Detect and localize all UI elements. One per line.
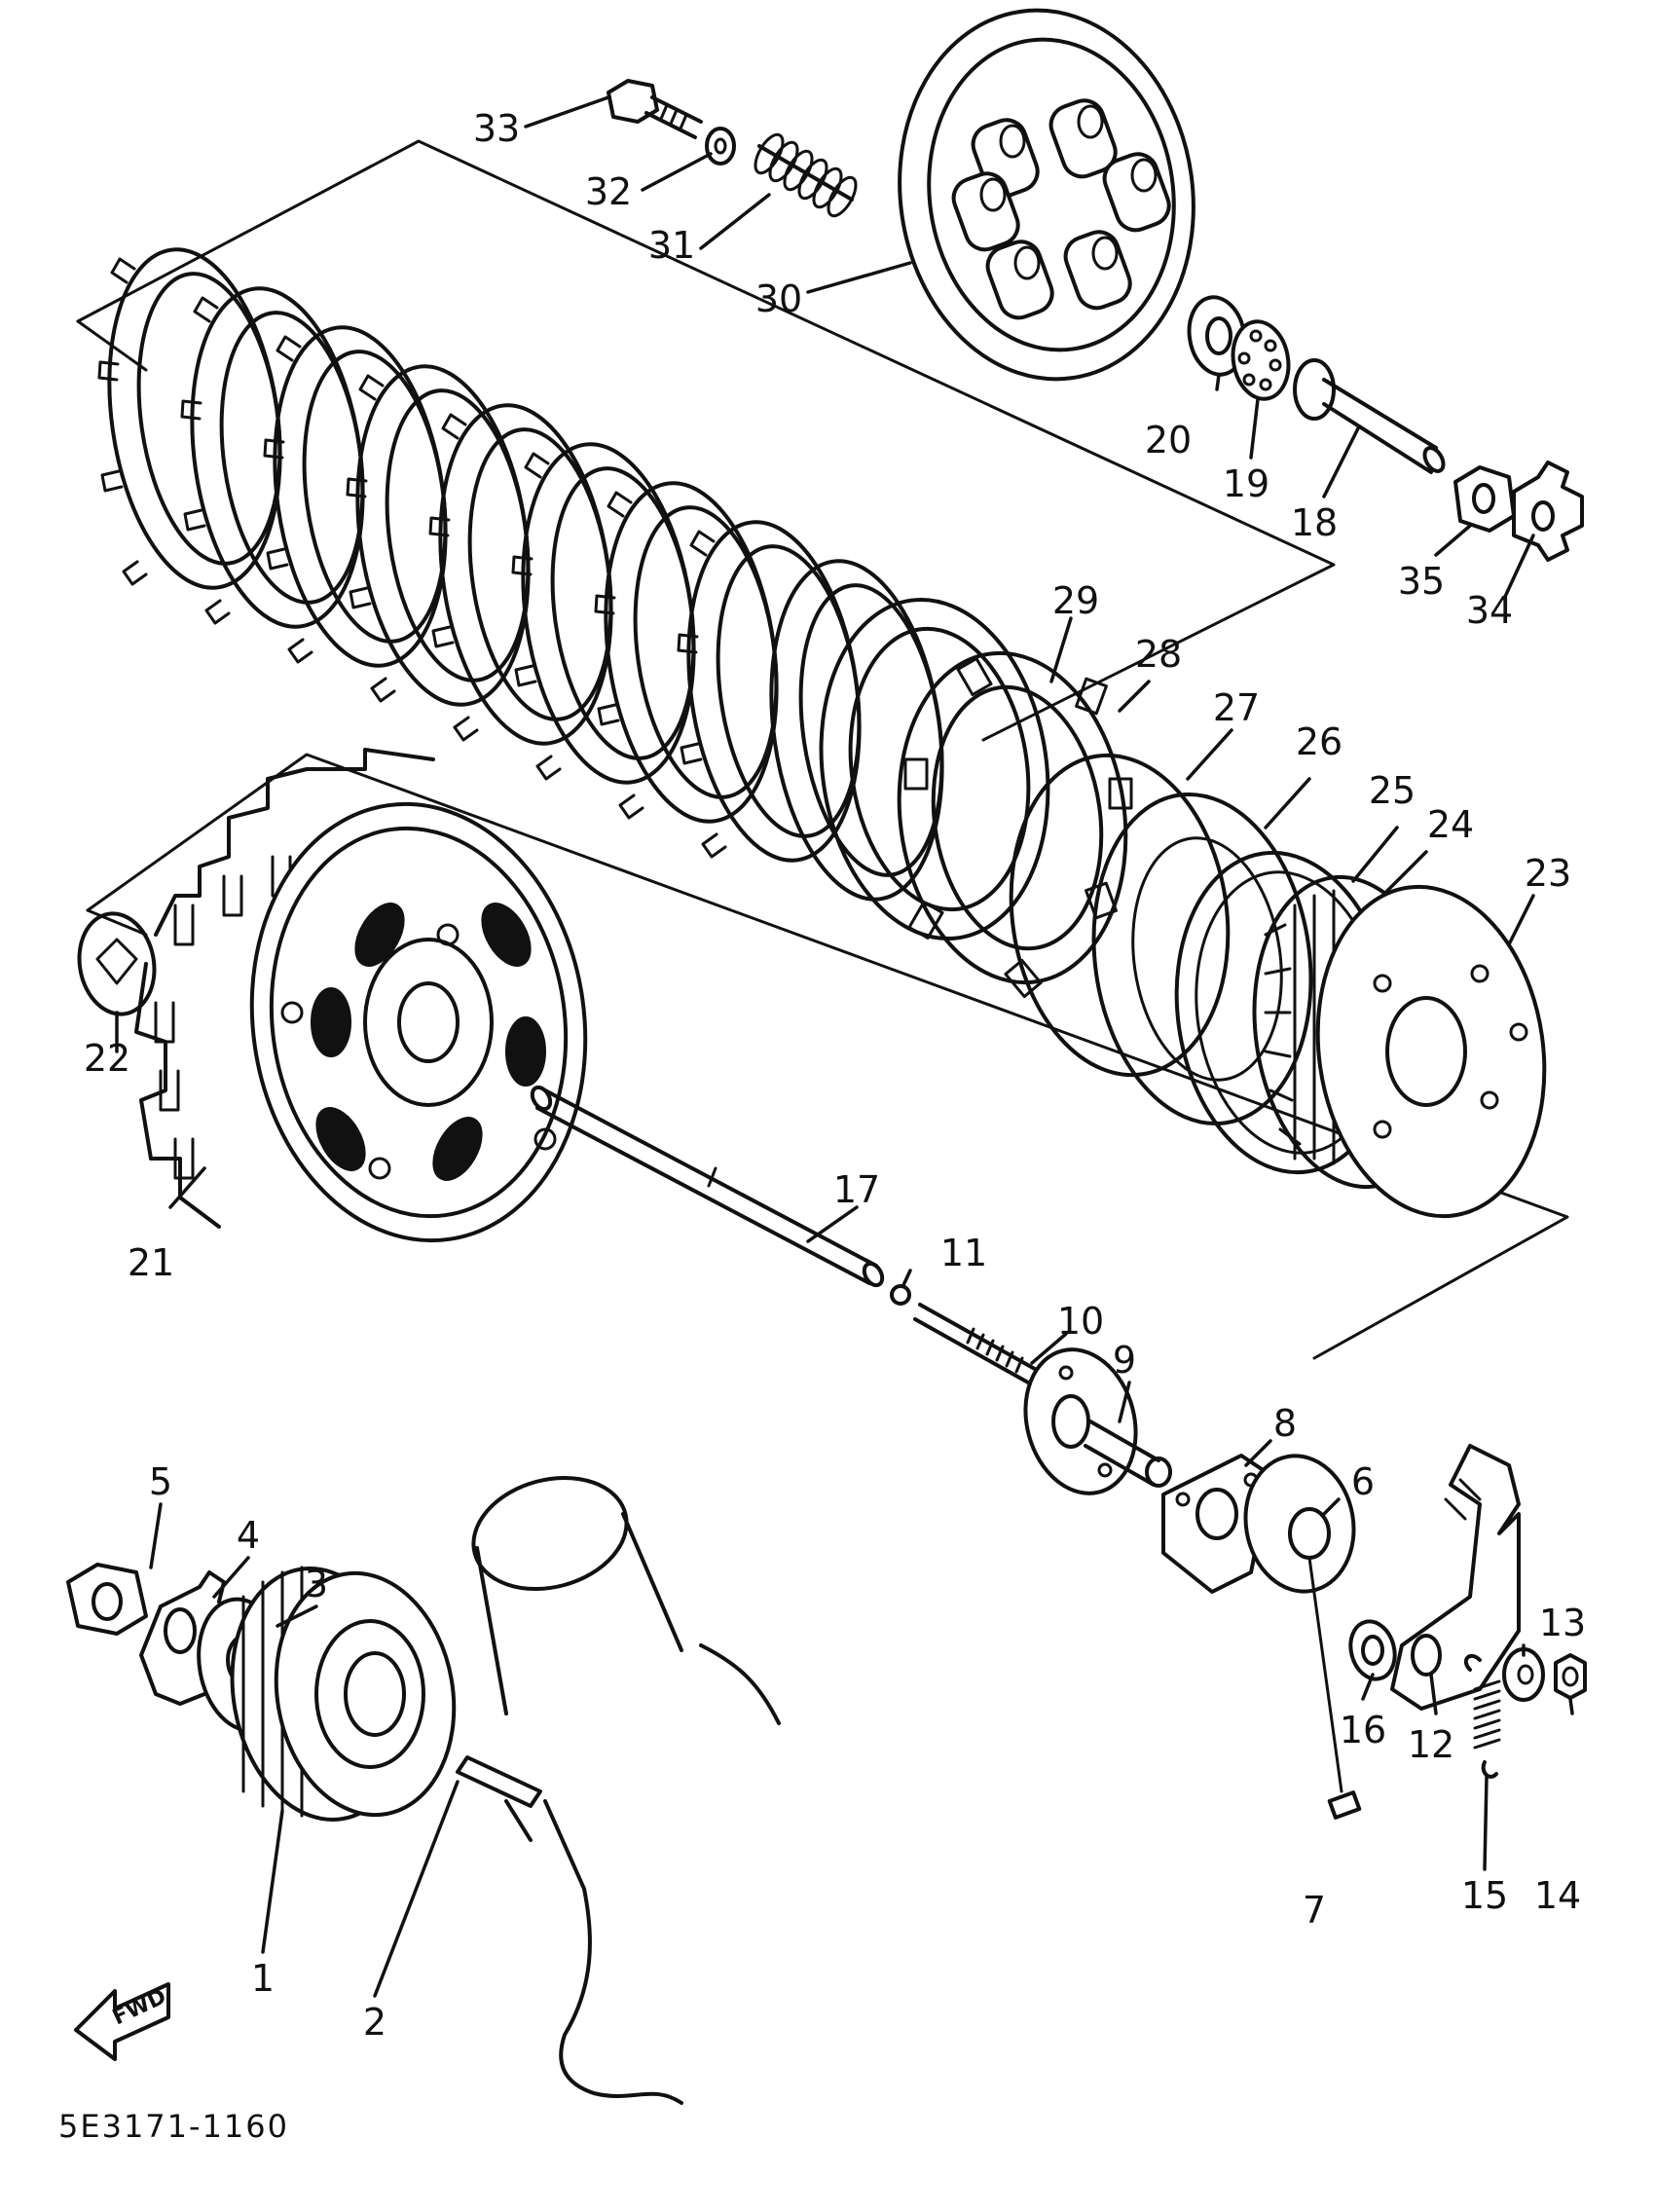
primary-drive-gear-1 (230, 1566, 457, 1822)
callout-22: 22 (84, 1037, 130, 1080)
drawing-code: 5E3171-1160 (58, 2108, 289, 2145)
callout-29: 29 (1052, 579, 1099, 622)
bearing-16 (1348, 1619, 1397, 1681)
callout-15: 15 (1461, 1874, 1508, 1917)
bolt-33 (607, 79, 703, 139)
callout-35: 35 (1398, 560, 1445, 603)
key-2 (456, 1755, 542, 1808)
clutch-housing-21 (134, 748, 588, 1243)
callout-30: 30 (755, 277, 802, 320)
washer-20 (1187, 295, 1247, 377)
callout-25: 25 (1369, 769, 1416, 812)
callout-12: 12 (1408, 1723, 1454, 1766)
nut-5 (66, 1563, 148, 1636)
callout-7: 7 (1303, 1889, 1326, 1932)
lower-assembly-frame (86, 753, 1569, 1360)
lock-washer-34 (1512, 461, 1584, 562)
crankshaft-outline (471, 1475, 781, 2105)
friction-plate-28 (897, 650, 1133, 999)
bearing-19 (1231, 319, 1291, 401)
callout-6: 6 (1351, 1460, 1375, 1503)
callout-1: 1 (251, 1957, 275, 2000)
callout-9: 9 (1113, 1339, 1136, 1382)
callout-28: 28 (1135, 633, 1182, 676)
callout-32: 32 (585, 170, 632, 213)
callout-34: 34 (1466, 589, 1513, 632)
callout-31: 31 (648, 224, 695, 267)
callout-17: 17 (833, 1168, 880, 1211)
cover-6 (1243, 1454, 1356, 1594)
nut-14 (1554, 1653, 1587, 1700)
callout-4: 4 (237, 1514, 260, 1557)
plate-26 (1091, 792, 1313, 1126)
callout-11: 11 (940, 1232, 987, 1274)
washer-32 (705, 127, 736, 166)
pull-rod-holder-9 (1023, 1347, 1172, 1495)
washer-13 (1502, 1647, 1545, 1702)
pressure-plate-30 (898, 8, 1195, 382)
callout-labels: 33 32 31 30 20 19 18 35 34 29 28 27 26 2… (84, 107, 1586, 2044)
callout-33: 33 (473, 107, 520, 150)
push-lever-12 (1390, 1444, 1521, 1711)
clutch-boss-24-23 (1252, 874, 1547, 1219)
callout-19: 19 (1223, 462, 1269, 505)
friction-plate-29 (819, 597, 1050, 941)
callout-16: 16 (1340, 1709, 1386, 1751)
callout-20: 20 (1145, 419, 1192, 461)
callout-14: 14 (1534, 1874, 1581, 1917)
push-screw-10 (913, 1303, 1044, 1389)
forward-direction-arrow: FWD (74, 1982, 170, 2061)
callout-26: 26 (1296, 720, 1342, 763)
ball-11 (890, 1284, 911, 1306)
callout-10: 10 (1057, 1300, 1104, 1343)
callout-3: 3 (305, 1563, 328, 1605)
leader-lines (115, 95, 1574, 1998)
callout-2: 2 (363, 2001, 386, 2044)
clutch-plate-stack (97, 247, 944, 902)
nut-35 (1453, 465, 1516, 533)
callout-18: 18 (1291, 501, 1338, 544)
push-rod-18 (1293, 358, 1446, 474)
callout-23: 23 (1525, 852, 1571, 895)
callout-21: 21 (128, 1241, 174, 1284)
callout-27: 27 (1213, 686, 1260, 729)
callout-8: 8 (1273, 1402, 1297, 1445)
dowel-pin-7 (1307, 1556, 1362, 1820)
callout-5: 5 (149, 1460, 172, 1503)
thrust-plate-22 (77, 911, 157, 1016)
callout-24: 24 (1427, 803, 1474, 846)
callout-13: 13 (1539, 1602, 1586, 1644)
push-rod-17 (530, 1085, 885, 1288)
spring-15 (1463, 1653, 1501, 1779)
clutch-spring-31 (754, 132, 858, 218)
